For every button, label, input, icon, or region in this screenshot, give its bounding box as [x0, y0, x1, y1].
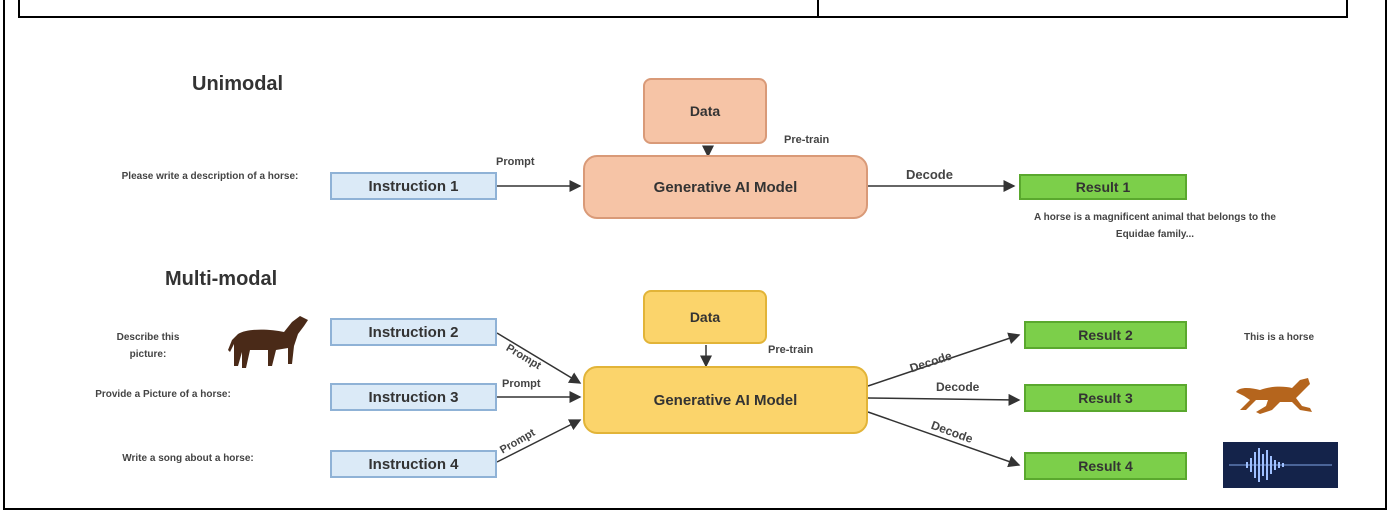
unimodal-data-box: Data [643, 78, 767, 144]
multimodal-data-box: Data [643, 290, 767, 344]
instruction-4-box: Instruction 4 [330, 450, 497, 478]
page-frame [3, 0, 1387, 510]
result-1-box: Result 1 [1019, 174, 1187, 200]
running-horse-icon [1230, 372, 1316, 418]
unimodal-pretrain-label: Pre-train [784, 134, 830, 146]
decode-label-1: Decode [906, 167, 953, 182]
prompt-text-4: Write a song about a horse: [122, 453, 254, 464]
instruction-1-box: Instruction 1 [330, 172, 497, 200]
prompt-label-1: Prompt [496, 156, 535, 168]
table-divider [817, 0, 819, 18]
arrow-model-to-result2 [867, 332, 1021, 387]
unimodal-generative-ai-model: Generative AI Model [583, 155, 868, 219]
arrow-model-to-result3 [867, 393, 1021, 406]
multimodal-generative-ai-model: Generative AI Model [583, 366, 868, 434]
prompt-text-3: Provide a Picture of a horse: [95, 389, 231, 400]
multimodal-title: Multi-modal [165, 268, 278, 290]
prompt-label-3: Prompt [502, 378, 541, 390]
instruction-3-box: Instruction 3 [330, 383, 497, 411]
decode-label-3: Decode [936, 380, 980, 394]
result-4-box: Result 4 [1024, 452, 1187, 480]
top-table-strip [18, 0, 1348, 18]
result-3-box: Result 3 [1024, 384, 1187, 412]
unimodal-prompt-text: Please write a description of a horse: [121, 171, 299, 182]
audio-waveform-icon [1223, 442, 1338, 488]
result-1-text: A horse is a magnificent animal that bel… [1034, 212, 1276, 240]
arrow-model-to-result4 [867, 411, 1021, 468]
arrow-instruction4-to-model [496, 419, 582, 463]
instruction-2-box: Instruction 2 [330, 318, 497, 346]
horse-photo-icon [218, 312, 316, 370]
unimodal-title: Unimodal [192, 73, 284, 95]
multimodal-pretrain-label: Pre-train [768, 344, 814, 356]
arrow-instruction2-to-model [496, 332, 582, 384]
result-2-output-text: This is a horse [1243, 332, 1315, 343]
result-2-box: Result 2 [1024, 321, 1187, 349]
prompt-text-2: Describe this picture: [116, 332, 180, 360]
